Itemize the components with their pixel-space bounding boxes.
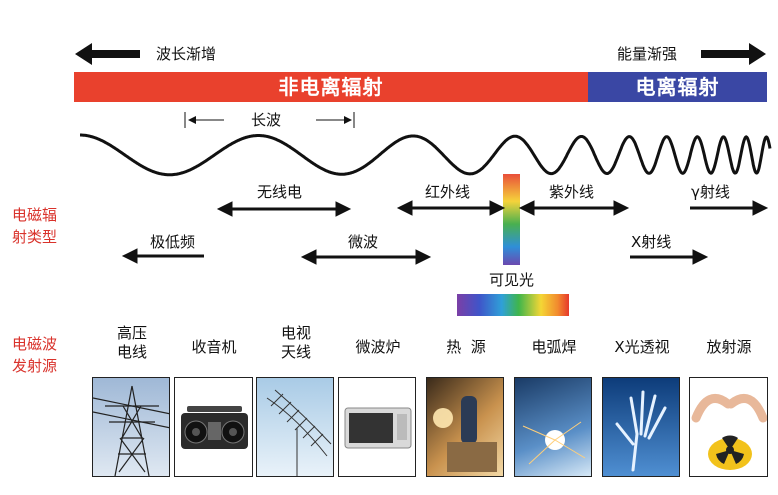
elf-label: 极低频 <box>150 233 196 251</box>
microwave-oven-icon <box>338 377 416 477</box>
microwave-label: 微波 <box>348 233 379 251</box>
infrared-arrow <box>396 200 506 216</box>
xray-hand-icon <box>602 377 680 477</box>
energy-increase-label: 能量渐强 <box>617 45 678 63</box>
elf-arrow <box>121 248 204 264</box>
non-ionizing-band: 非电离辐射 <box>74 72 588 102</box>
tv-antenna-icon <box>256 377 334 477</box>
em-wave-sources-label: 电磁波 发射源 <box>12 335 58 375</box>
non-ionizing-label: 非电离辐射 <box>278 75 384 99</box>
top-arrows <box>75 43 766 65</box>
left-arrow-icon <box>75 43 140 65</box>
wavelength-label: 长波 <box>251 111 282 129</box>
visible-light-bar <box>503 174 520 265</box>
right-arrow-icon <box>701 43 766 65</box>
wavelength-increase-label: 波长渐增 <box>156 45 217 63</box>
source-label-power-line: 高压 电线 <box>116 324 147 361</box>
ultraviolet-arrow <box>518 200 630 216</box>
source-label-tv-antenna: 电视 天线 <box>280 324 311 361</box>
type-arrows <box>121 174 769 316</box>
source-label-heat-source: 热 源 <box>446 338 486 356</box>
power-tower-icon <box>92 377 170 477</box>
xray-arrow <box>630 249 709 265</box>
xray-label: X射线 <box>631 233 672 251</box>
source-label-xray: X光透视 <box>614 338 670 356</box>
arc-welding-icon <box>514 377 592 477</box>
radio-arrow <box>216 201 352 217</box>
source-label-arc-welding: 电弧焊 <box>531 338 577 356</box>
ionizing-label: 电离辐射 <box>635 75 720 99</box>
ultraviolet-label: 紫外线 <box>549 183 595 201</box>
em-wave <box>80 133 772 177</box>
gamma-label: γ射线 <box>691 183 730 201</box>
source-label-radiation: 放射源 <box>706 338 752 356</box>
microwave-arrow <box>300 249 432 265</box>
radio-label: 无线电 <box>257 183 303 201</box>
source-label-radio: 收音机 <box>191 338 237 356</box>
radio-icon <box>174 377 253 477</box>
gamma-arrow <box>690 200 769 216</box>
heat-source-icon <box>426 377 504 477</box>
radiation-source-icon <box>689 377 768 477</box>
em-radiation-types-label: 电磁辐 射类型 <box>12 206 58 246</box>
visible-light-label: 可见光 <box>489 271 535 289</box>
wave-diagram <box>80 112 772 177</box>
infrared-label: 红外线 <box>425 183 471 201</box>
visible-spectrum-bar <box>457 294 569 316</box>
source-label-microwave-oven: 微波炉 <box>355 338 401 356</box>
ionizing-band: 电离辐射 <box>588 72 767 102</box>
